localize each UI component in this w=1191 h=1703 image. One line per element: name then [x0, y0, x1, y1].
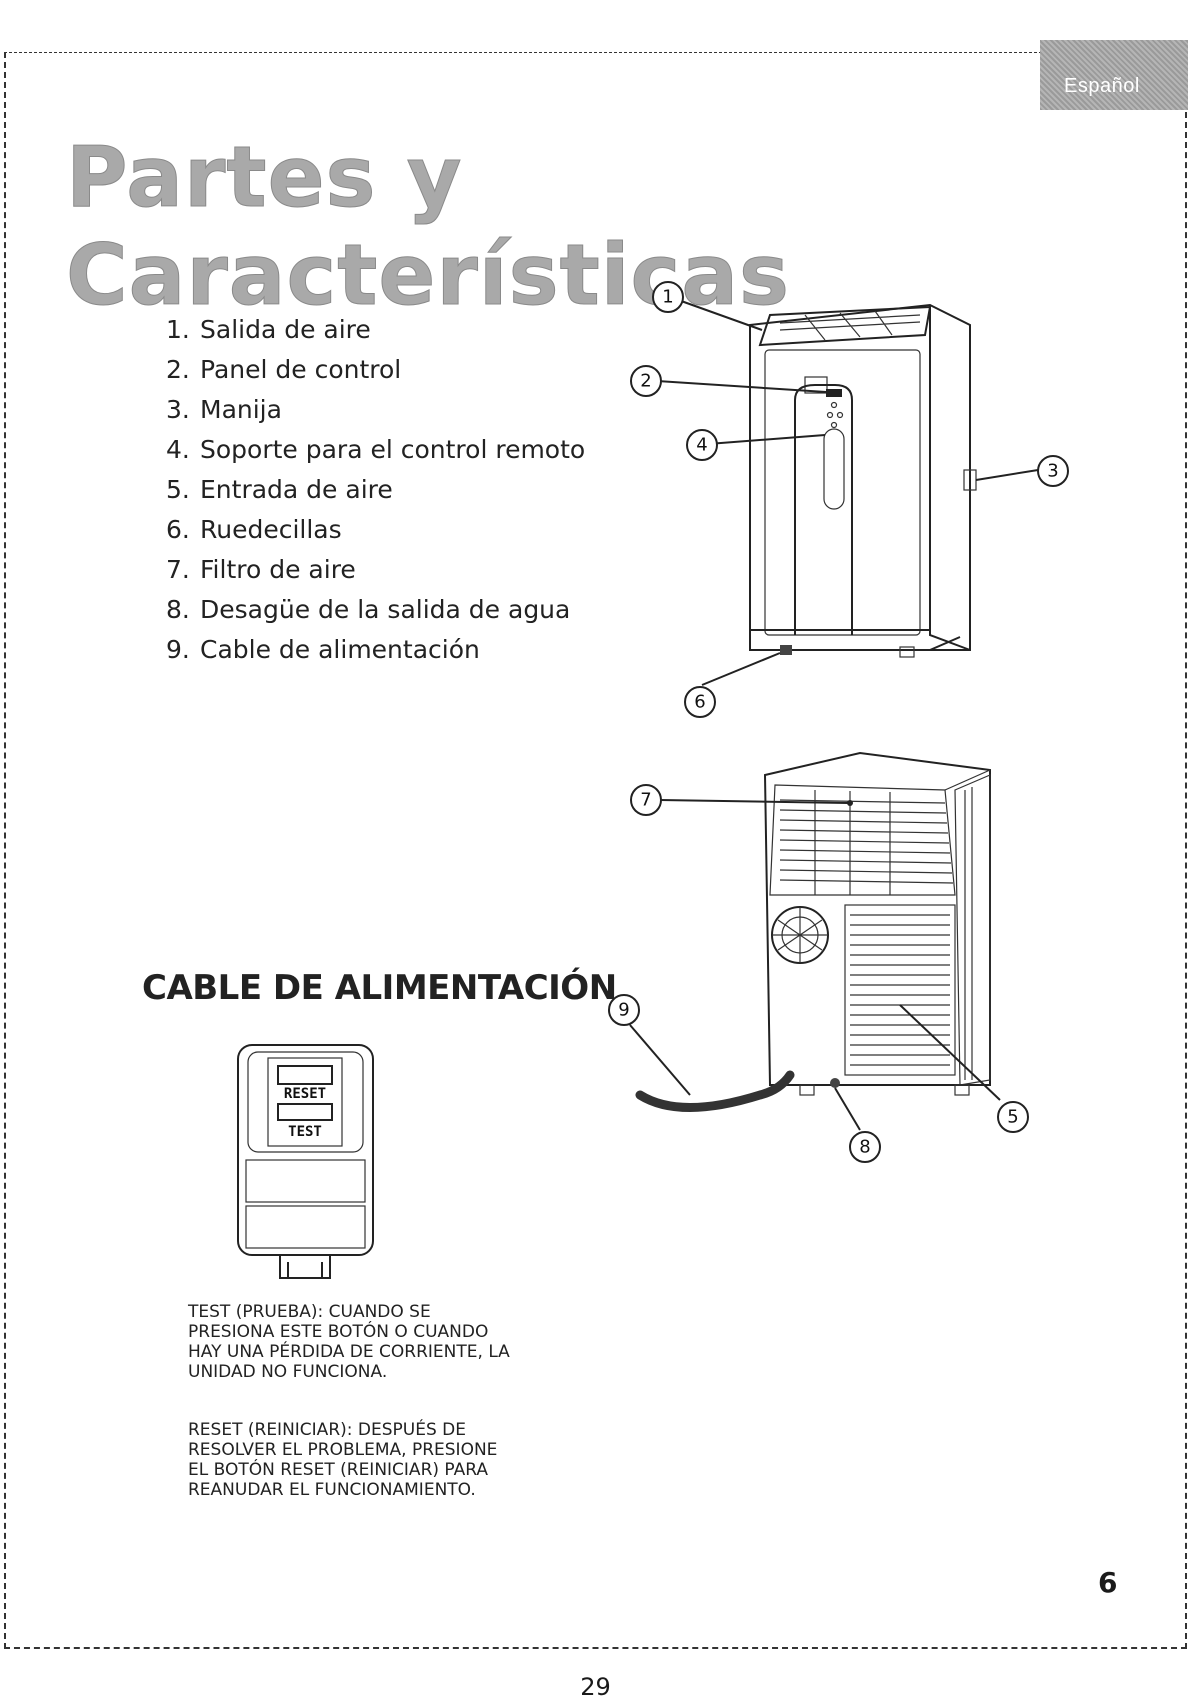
callout-4: 4: [686, 429, 718, 461]
part-item: 1. Salida de aire: [166, 310, 585, 350]
part-item: 3. Manija: [166, 390, 585, 430]
page-number: 29: [580, 1673, 611, 1701]
control-panel-strip: [794, 384, 853, 635]
part-number: 3.: [166, 395, 190, 424]
svg-text:4: 4: [696, 435, 707, 456]
part-label: Desagüe de la salida de agua: [200, 595, 571, 624]
plug-cord-stub: [279, 1255, 331, 1279]
svg-text:1: 1: [662, 287, 673, 308]
test-button: [277, 1103, 333, 1121]
part-number: 8.: [166, 595, 190, 624]
callout-6: 6: [684, 686, 716, 718]
front-cabinet-side: [929, 305, 971, 651]
part-number: 4.: [166, 435, 190, 464]
svg-text:9: 9: [618, 1000, 629, 1021]
page-cut-border: [4, 52, 1187, 1649]
callout-2: 2: [630, 365, 662, 397]
reset-button: [277, 1065, 333, 1085]
svg-text:8: 8: [859, 1137, 870, 1158]
part-item: 4. Soporte para el control remoto: [166, 430, 585, 470]
language-tab-label: Español: [1064, 75, 1140, 97]
svg-text:3: 3: [1047, 461, 1058, 482]
part-number: 2.: [166, 355, 190, 384]
callout-5: 5: [997, 1101, 1029, 1133]
rear-view-diagram: 7 9 8 5: [608, 751, 1029, 1163]
air-intake: [844, 904, 956, 1076]
air-outlet: [758, 305, 932, 347]
chapter-number: 6: [1098, 1566, 1118, 1599]
part-item: 7. Filtro de aire: [166, 550, 585, 590]
part-label: Soporte para el control remoto: [200, 435, 586, 464]
part-number: 1.: [166, 315, 190, 344]
part-item: 6. Ruedecillas: [166, 510, 585, 550]
part-number: 9.: [166, 635, 190, 664]
callout-1: 1: [652, 281, 684, 313]
front-view-diagram: 1 2 4 3 6: [630, 281, 1069, 718]
control-panel: [826, 389, 842, 397]
power-cord: [635, 1070, 795, 1112]
plug-body: [237, 1044, 374, 1256]
plug-diagram: RESET TEST: [237, 1044, 374, 1279]
part-label: Manija: [200, 395, 282, 424]
test-note: TEST (PRUEBA): CUANDO SE PRESIONA ESTE B…: [188, 1302, 510, 1382]
part-item: 2. Panel de control: [166, 350, 585, 390]
test-label: TEST: [288, 1124, 322, 1140]
reset-label: RESET: [284, 1086, 326, 1102]
part-label: Salida de aire: [200, 315, 371, 344]
remote-holder: [823, 428, 845, 510]
air-filter: [769, 784, 956, 896]
part-number: 7.: [166, 555, 190, 584]
svg-text:7: 7: [640, 790, 651, 811]
front-panel: [764, 349, 921, 636]
part-item: 8. Desagüe de la salida de agua: [166, 590, 585, 630]
language-tab: Español: [1040, 40, 1188, 110]
caster: [780, 645, 792, 655]
part-number: 5.: [166, 475, 190, 504]
svg-text:5: 5: [1007, 1107, 1018, 1128]
front-cabinet-outline: [749, 303, 971, 651]
part-number: 6.: [166, 515, 190, 544]
parts-list: 1. Salida de aire 2. Panel de control 3. Mani…: [166, 310, 585, 670]
part-item: 9. Cable de alimentación: [166, 630, 585, 670]
page-title: Partes y Características: [66, 128, 790, 325]
svg-text:2: 2: [640, 371, 651, 392]
callout-3: 3: [1037, 455, 1069, 487]
part-label: Ruedecillas: [200, 515, 342, 544]
part-label: Entrada de aire: [200, 475, 393, 504]
part-item: 5. Entrada de aire: [166, 470, 585, 510]
reset-note: RESET (REINICIAR): DESPUÉS DE RESOLVER E…: [188, 1420, 498, 1500]
callout-7: 7: [630, 784, 662, 816]
water-drain: [830, 1078, 840, 1088]
power-cord-heading: CABLE DE ALIMENTACIÓN: [142, 968, 617, 1008]
callout-8: 8: [849, 1131, 881, 1163]
part-label: Filtro de aire: [200, 555, 356, 584]
callout-9: 9: [608, 994, 640, 1026]
part-label: Cable de alimentación: [200, 635, 480, 664]
part-label: Panel de control: [200, 355, 402, 384]
svg-text:6: 6: [694, 692, 705, 713]
